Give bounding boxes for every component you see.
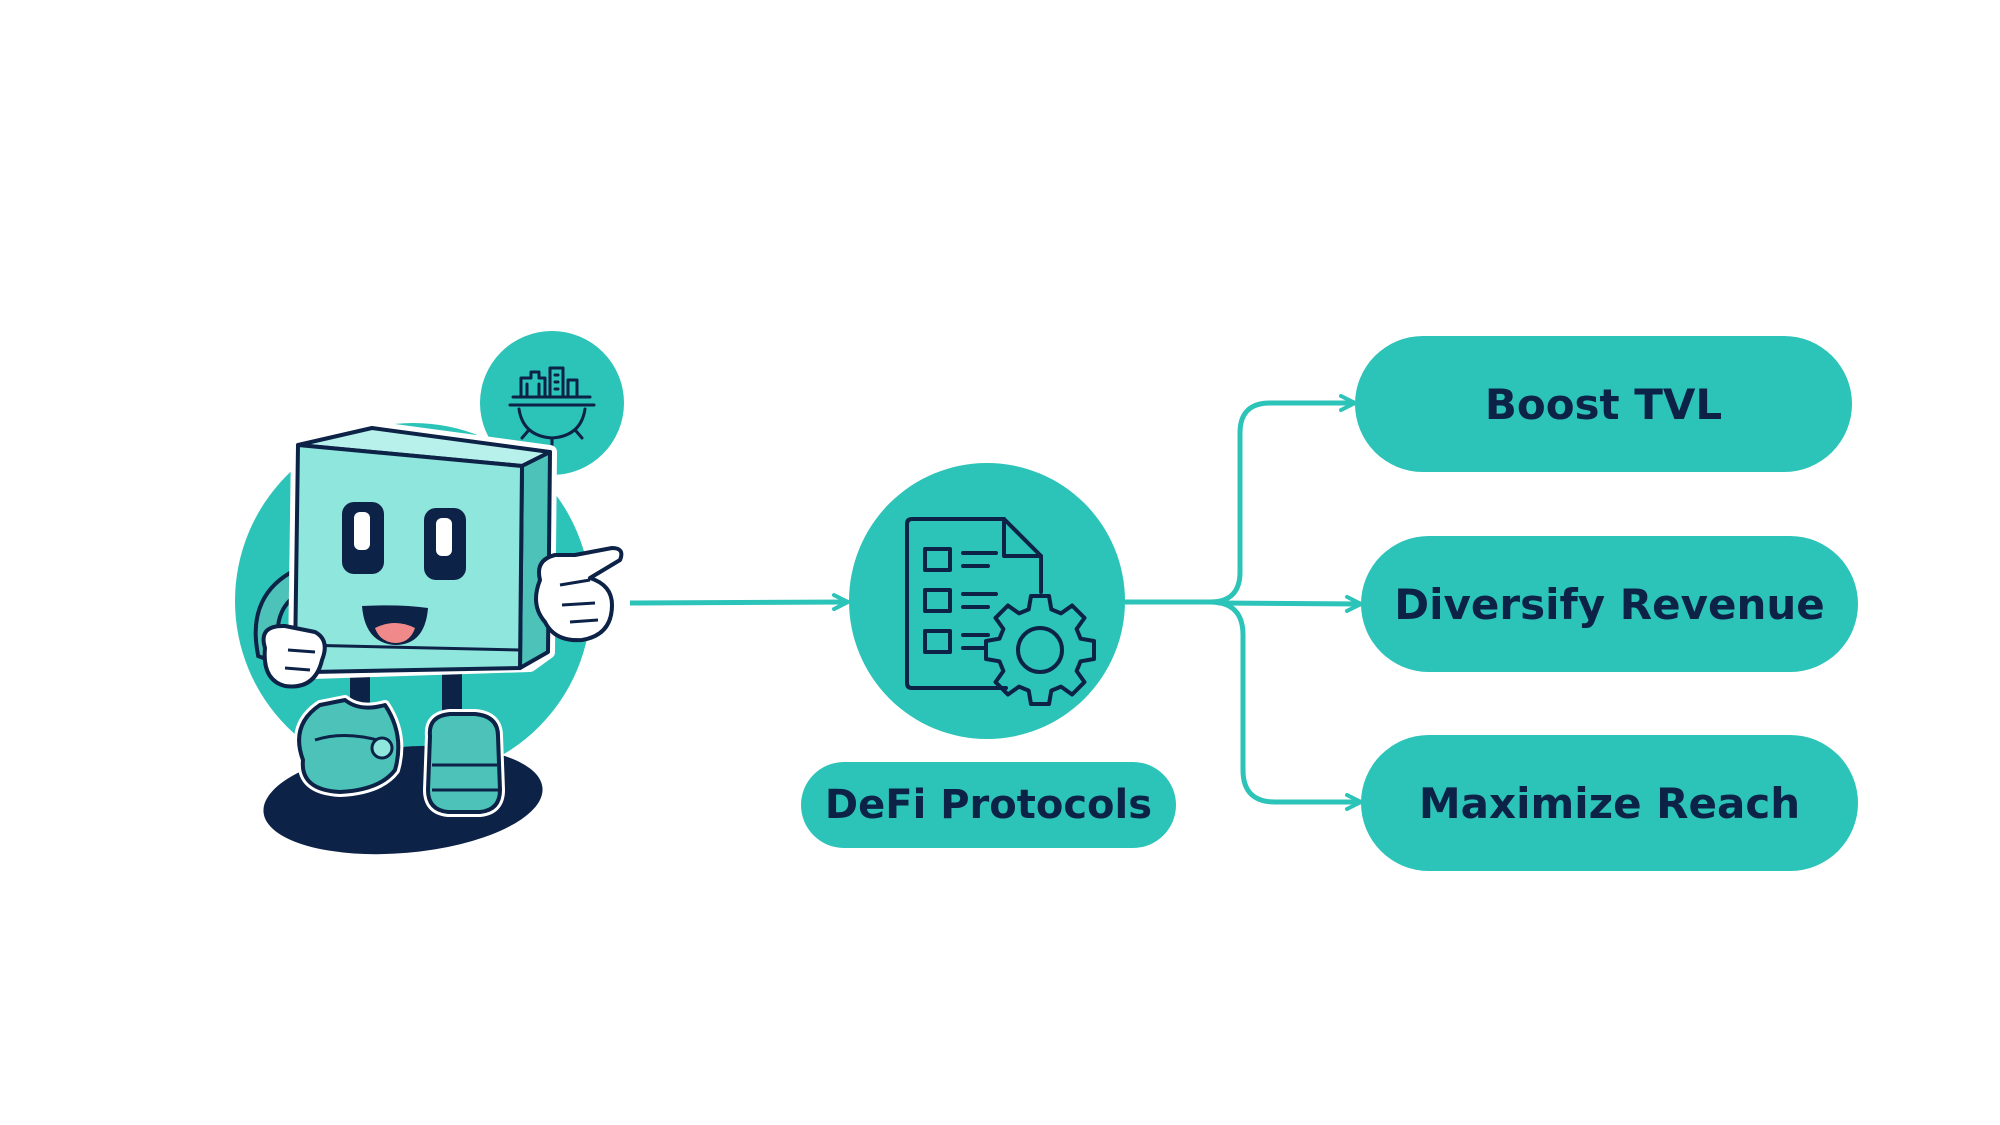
outcome-boost-tvl: Boost TVL: [1355, 336, 1852, 472]
connector-mascot-to-defi: [629, 593, 850, 612]
mascot-glove-right: [534, 546, 624, 643]
outcome-diversify-revenue: Diversify Revenue: [1361, 536, 1858, 672]
defi-node: [849, 463, 1125, 739]
city-badge-circle: [480, 331, 624, 475]
city-gear-icon: [508, 366, 596, 448]
mascot-cube-front: [293, 443, 524, 674]
defi-node-circle: [849, 463, 1125, 739]
mascot-shoe-left: [294, 695, 404, 797]
outcome-maximize-reach: Maximize Reach: [1361, 735, 1858, 871]
connectors: [629, 394, 1363, 811]
mascot-glove-left: [261, 623, 327, 689]
mascot-node: [235, 331, 624, 855]
outcome-boost-tvl-text: Boost TVL: [1484, 379, 1723, 429]
document-settings-icon: [905, 517, 1096, 706]
outcome-maximize-reach-text: Maximize Reach: [1418, 778, 1801, 828]
defi-protocols-label: DeFi Protocols: [801, 762, 1176, 848]
connector-to-diversify-revenue: [1217, 594, 1363, 613]
defi-protocols-text: DeFi Protocols: [824, 782, 1153, 828]
connector-to-boost-tvl: [1209, 394, 1357, 605]
connector-to-maximize-reach: [1209, 599, 1363, 811]
mascot-shoe-right: [423, 709, 505, 817]
outcome-diversify-revenue-text: Diversify Revenue: [1394, 579, 1825, 629]
